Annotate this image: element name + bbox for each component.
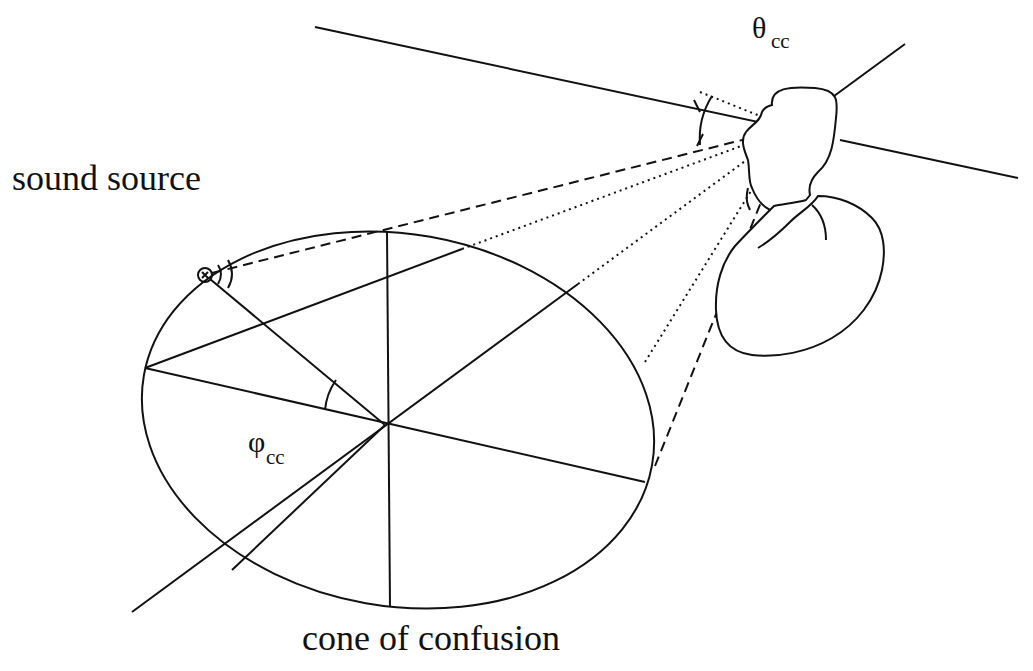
sound-wave (228, 260, 232, 288)
cone-axis (132, 284, 578, 612)
spoke (145, 249, 462, 368)
theta-ticks (694, 100, 703, 146)
sound-wave (218, 265, 221, 284)
cone-ray (462, 128, 790, 249)
spoke (232, 425, 385, 570)
spoke (145, 368, 645, 482)
phi-arc (325, 380, 336, 410)
source-marker (202, 272, 208, 278)
chin-sketch (747, 188, 750, 210)
collar-sketch (812, 205, 826, 240)
interaural-line (315, 27, 795, 130)
shoulders-sketch (716, 196, 884, 356)
angle-symbol: φ (248, 426, 265, 458)
angle-subscript: cc (266, 446, 285, 468)
source-label: sound source (12, 160, 212, 198)
angle-subscript: cc (771, 30, 790, 52)
angle-symbol: θ (752, 12, 766, 44)
source-marker (198, 268, 212, 282)
cone-base (112, 192, 685, 648)
spoke (210, 279, 385, 425)
caption-label: cone of confusion (302, 620, 560, 658)
interaural-line (840, 140, 1018, 178)
spoke (387, 232, 390, 607)
cone-edge (212, 128, 790, 273)
head-sketch (743, 87, 837, 210)
